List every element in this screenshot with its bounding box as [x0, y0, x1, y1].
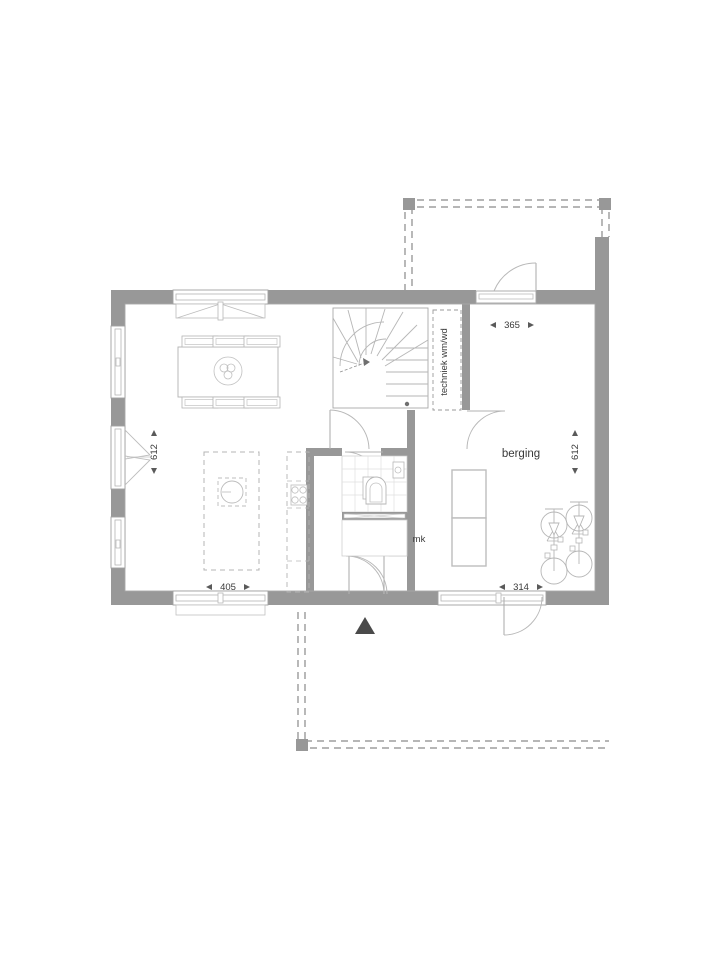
toilet-fixture	[362, 476, 387, 505]
dimension-value: 314	[513, 582, 529, 593]
bicycle-1	[540, 508, 568, 585]
lounge-rug	[203, 451, 260, 571]
window-left-middle	[110, 425, 151, 490]
plot-corner-blocks	[296, 198, 611, 751]
dimension-value: 612	[149, 444, 160, 460]
dimension-value: 405	[220, 582, 236, 593]
meterkast	[341, 519, 408, 557]
staircase	[332, 307, 429, 409]
orientation-triangle-marker	[355, 617, 375, 634]
washbasin	[392, 461, 405, 479]
room-label-meterkast: mk	[413, 534, 426, 545]
dimension-value: 365	[504, 320, 520, 331]
dimension-entry-width: 365	[490, 320, 534, 331]
toilet-room	[341, 455, 408, 520]
dimension-living-height: 612	[149, 430, 160, 474]
dimension-value: 612	[570, 444, 581, 460]
kitchen-counter	[286, 451, 310, 593]
techniek-closet	[432, 309, 462, 411]
dimension-living-width: 405	[206, 582, 250, 593]
appliance-stack	[451, 469, 487, 567]
window-bottom-berging	[437, 590, 547, 606]
window-left-upper	[110, 325, 126, 399]
window-top	[172, 289, 269, 321]
dimension-berging-height: 612	[570, 430, 581, 474]
plot-outline-dashed	[297, 199, 610, 749]
window-left-lower	[110, 516, 126, 569]
window-bottom-living	[172, 590, 269, 616]
room-label-berging: berging	[502, 448, 540, 460]
door-entry-top	[475, 262, 537, 304]
room-label-techniek: techniek wm/wd	[439, 328, 450, 396]
dimension-berging-width: 314	[499, 582, 543, 593]
dining-table-set	[177, 335, 281, 409]
bicycle-2	[565, 501, 593, 578]
